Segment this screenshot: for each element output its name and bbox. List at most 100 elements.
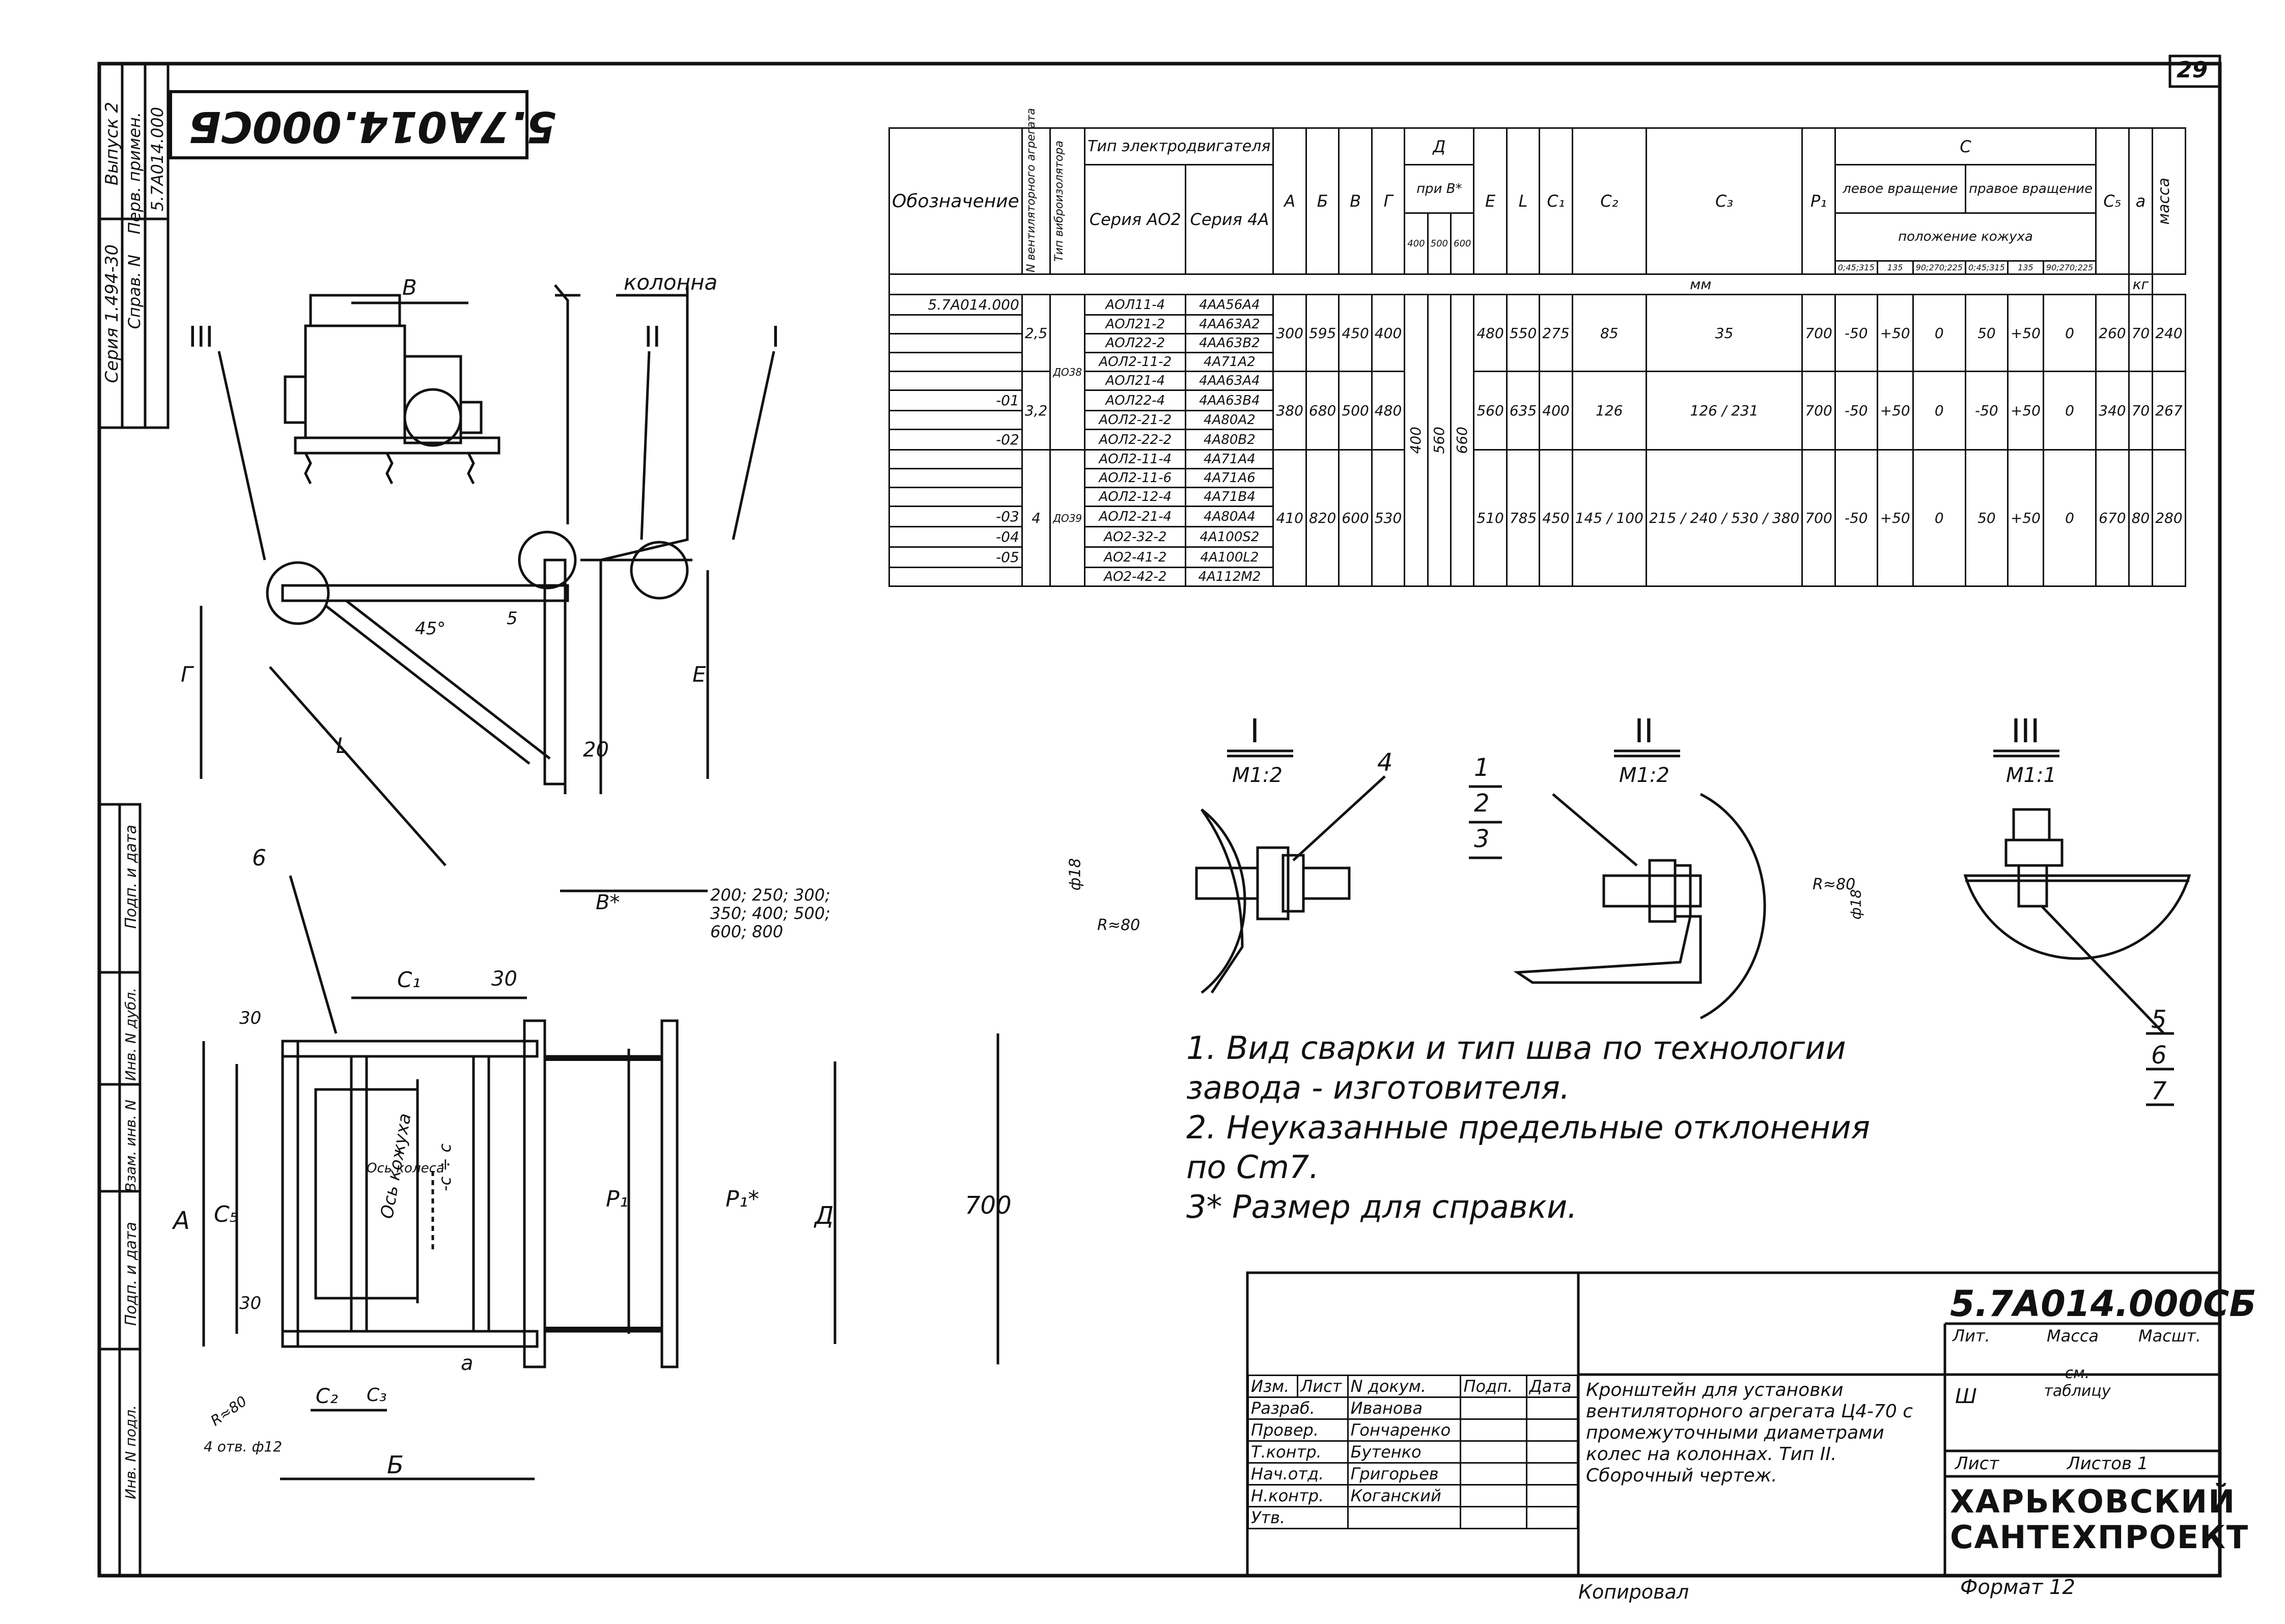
cell-motor: АОЛ21-2 xyxy=(1084,314,1187,334)
detail-3-pos-6: 6 xyxy=(2151,1041,2167,1070)
cell-motor: 4АА63А4 xyxy=(1185,371,1274,391)
detail-1-title: I xyxy=(1250,713,1260,750)
detail-3-title: III xyxy=(2011,713,2040,750)
cell-fan-no: 2,5 xyxy=(1021,294,1051,372)
note-line: завода - изготовителя. xyxy=(1186,1069,1570,1106)
cell-motor: АОЛ2-12-4 xyxy=(1084,487,1187,507)
tb-name: Иванова xyxy=(1347,1396,1462,1420)
tb-h-date: Дата xyxy=(1525,1375,1579,1398)
tb-role: Провер. xyxy=(1247,1418,1349,1442)
th-d-sub: при В* xyxy=(1404,164,1475,214)
organization-name: ХАРЬКОВСКИЙ САНТЕХПРОЕКТ xyxy=(1950,1483,2249,1556)
wheel-axis-label: Ось колеса xyxy=(367,1161,444,1176)
th-c3: C₃ xyxy=(1645,127,1803,275)
cell-designation xyxy=(888,449,1023,469)
cell-cl1: -50 xyxy=(1834,449,1878,587)
cell-designation xyxy=(888,468,1023,488)
th-left: левое вращение xyxy=(1834,164,1966,214)
dim-c1-label: C₁ xyxy=(397,967,421,992)
th-c: С xyxy=(1834,127,2097,165)
first-use-label: Перв. примен. xyxy=(125,112,144,235)
title-block-code: 5.7А014.000СБ xyxy=(1950,1283,2256,1325)
cell-motor: 4А71В4 xyxy=(1185,487,1274,507)
th-angle-r2: 135 xyxy=(2007,260,2044,275)
tb-lit-value: Ш xyxy=(1955,1385,1977,1408)
page-number: 29 xyxy=(2177,57,2208,83)
cell-e: 510 xyxy=(1473,449,1508,587)
tb-mass-value: см. таблицу xyxy=(2044,1364,2111,1400)
cell-c1: 400 xyxy=(1539,371,1573,451)
cell-motor: АОЛ11-4 xyxy=(1084,294,1187,316)
cell-motor: АОЛ2-11-6 xyxy=(1084,468,1187,488)
cell-mass: 267 xyxy=(2152,371,2186,451)
cell-cr3: 0 xyxy=(2042,371,2097,451)
cell-l: 550 xyxy=(1506,294,1541,372)
dim-c5-label: C₅ xyxy=(214,1201,239,1227)
cell-motor: АОЛ2-22-2 xyxy=(1084,429,1187,451)
cell-motor: АО2-32-2 xyxy=(1084,526,1187,548)
footer-format: Формат 12 xyxy=(1960,1576,2075,1599)
cell-cl2: +50 xyxy=(1876,449,1914,587)
section-label-1: I xyxy=(771,321,780,354)
sign-date-label: Подп. и дата xyxy=(122,825,140,929)
tb-h-sign: Подп. xyxy=(1460,1375,1527,1398)
sign-date2-label: Подп. и дата xyxy=(122,1222,140,1326)
tb-sheets-label: Листов 1 xyxy=(2067,1453,2149,1474)
th-mass: масса xyxy=(2155,177,2173,225)
hole-label: 4 отв. ф12 xyxy=(204,1438,283,1455)
cell-c5: 260 xyxy=(2095,294,2130,372)
issue-label: Выпуск 2 xyxy=(102,102,122,186)
cell-p1: 700 xyxy=(1801,371,1836,451)
tb-lit-label: Лит. xyxy=(1953,1326,1990,1346)
cell-cl3: 0 xyxy=(1912,449,1966,587)
detail-1-r: R≈80 xyxy=(1097,916,1140,934)
notes-block: 1. Вид сварки и тип шва по технологии за… xyxy=(1186,1028,1870,1227)
dim-6-label: 6 xyxy=(252,845,266,871)
cell-designation: 5.7А014.000 xyxy=(888,294,1023,316)
section-label-3: III xyxy=(188,321,214,354)
th-series-4a: Серия 4А xyxy=(1185,164,1274,275)
cell-designation xyxy=(888,314,1023,334)
cell-motor: 4А100L2 xyxy=(1185,546,1274,568)
cell-dim-b: 680 xyxy=(1305,371,1340,451)
detail-2-scale: М1:2 xyxy=(1619,764,1669,787)
detail-1 xyxy=(1195,749,1386,994)
footer-copied: Копировал xyxy=(1578,1581,1689,1603)
detail-2-pos-1: 1 xyxy=(1474,753,1490,782)
dim-p1star-label: Р₁* xyxy=(726,1186,760,1212)
plan-view xyxy=(202,875,999,1480)
detail-3 xyxy=(1963,749,2191,1106)
note-line: 1. Вид сварки и тип шва по технологии xyxy=(1186,1029,1846,1067)
cell-cl2: +50 xyxy=(1876,371,1914,451)
cell-d-value-text: 560 xyxy=(1430,427,1447,454)
flipped-code-box xyxy=(169,90,528,159)
th-d-400: 400 xyxy=(1404,212,1429,275)
cell-e: 480 xyxy=(1473,294,1508,372)
dim-c-range-label: -c ÷ c xyxy=(435,1143,455,1191)
cell-d-value-text: 400 xyxy=(1407,427,1425,454)
cell-c5: 670 xyxy=(2095,449,2130,587)
dim-p1-label: Р₁ xyxy=(606,1186,629,1212)
detail-1-pos: 4 xyxy=(1377,748,1393,777)
dim-bb-label: Б xyxy=(387,1451,404,1479)
cell-cl3: 0 xyxy=(1912,294,1966,372)
cell-motor: АО2-42-2 xyxy=(1084,567,1187,587)
cell-motor: 4АА63А2 xyxy=(1185,314,1274,334)
cell-d-value: 560 xyxy=(1427,294,1452,587)
cell-dim-b: 595 xyxy=(1305,294,1340,372)
detail-2-pos-2: 2 xyxy=(1474,789,1490,818)
th-v: В xyxy=(1338,127,1373,275)
cell-designation xyxy=(888,487,1023,507)
cell-motor: АОЛ21-4 xyxy=(1084,371,1187,391)
tb-name xyxy=(1347,1506,1462,1529)
dim-bstar-label: В* xyxy=(596,891,620,914)
cell-motor: 4А80В2 xyxy=(1185,429,1274,451)
cell-motor: АОЛ2-21-4 xyxy=(1084,506,1187,527)
cell-motor: 4А80А4 xyxy=(1185,506,1274,527)
tb-role: Нач.отд. xyxy=(1247,1462,1349,1486)
